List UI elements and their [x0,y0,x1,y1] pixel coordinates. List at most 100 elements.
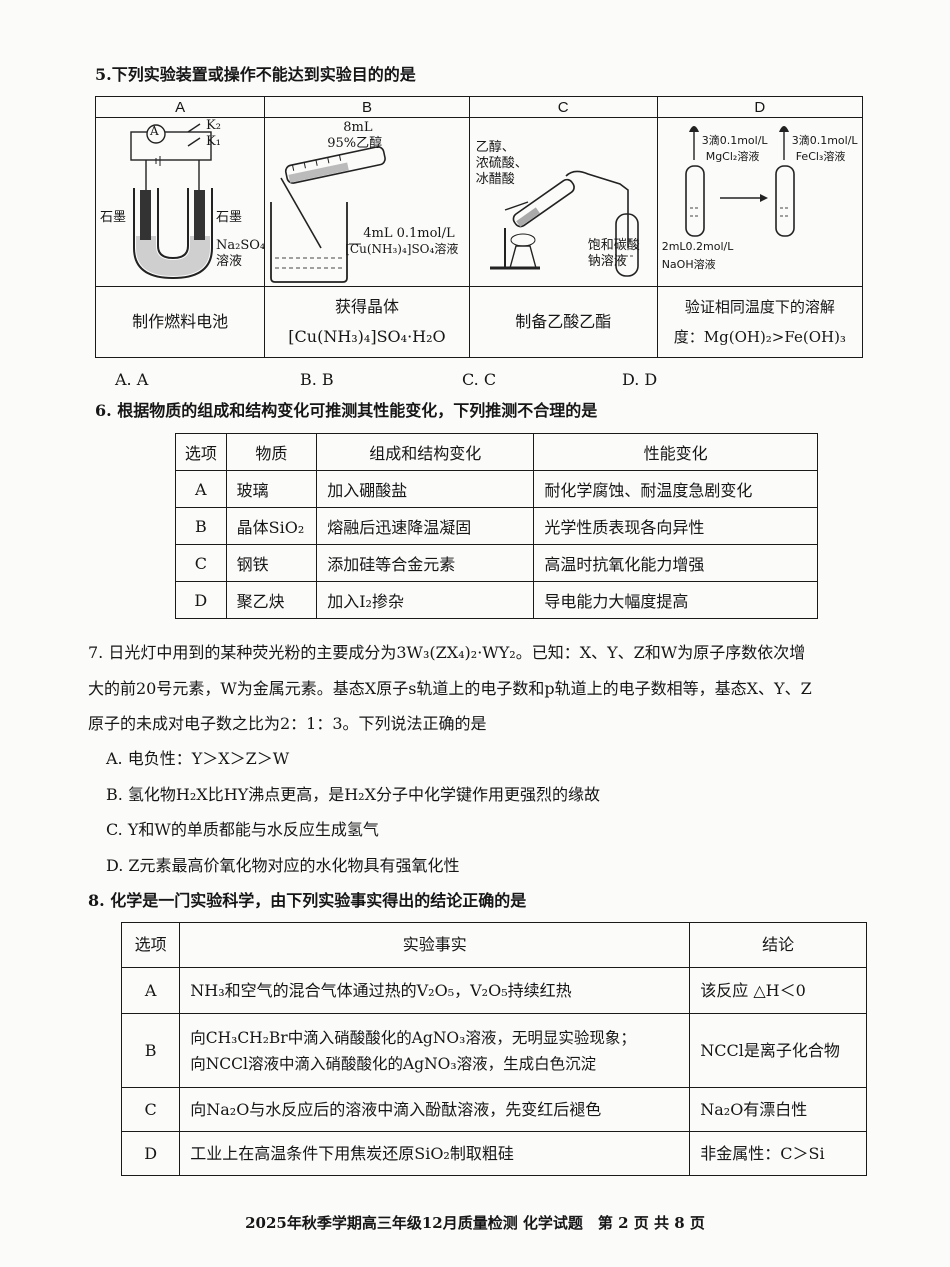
fuel-cell-diagram [130,123,213,280]
naoh-conc-label: 2mL0.2mol/L [661,240,734,253]
q6-cell: 导电能力大幅度提高 [533,581,818,619]
complex-solution-label: [Cu(NH₃)₄]SO₄溶液 [345,242,459,256]
fecl3-label: FeCl₃溶液 [795,150,846,163]
carbonate-label-2: 钠溶液 [587,254,627,269]
q6-table: 选项 物质 组成和结构变化 性能变化 A 玻璃 加入硼酸盐 耐化学腐蚀、耐温度急… [175,433,818,619]
q5-stem: 5.下列实验装置或操作不能达到实验目的的是 [95,65,416,84]
q5-option-a[interactable]: A. A [115,370,149,389]
q6-header-substance: 物质 [225,433,318,471]
q8-cell-conclusion: 该反应 △H＜0 [689,967,867,1014]
carbonate-label-1: 饱和碳酸 [587,238,640,253]
q6-cell: 晶体SiO₂ [225,507,318,545]
q6-cell: 加入硼酸盐 [316,470,535,508]
q7-line-1: 7. 日光灯中用到的某种荧光粉的主要成分为3W₃(ZX₄)₂·WY₂。已知：X、… [88,643,806,662]
left-electrode-label: 石墨 [100,210,127,225]
q8-cell-fact: NH₃和空气的混合气体通过热的V₂O₅，V₂O₅持续红热 [179,967,691,1014]
table-row: C 钢铁 添加硅等合金元素 高温时抗氧化能力增强 [175,544,818,582]
q7-option-d[interactable]: D. Z元素最高价氧化物对应的水化物具有强氧化性 [106,856,460,875]
purpose-b-line2: [Cu(NH₃)₄]SO₄·H₂O [288,327,446,346]
table-row: A NH₃和空气的混合气体通过热的V₂O₅，V₂O₅持续红热 该反应 △H＜0 [120,967,867,1014]
q5-purpose-d: 验证相同温度下的溶解 度：Mg(OH)₂>Fe(OH)₃ [656,286,864,358]
q6-cell: 加入I₂掺杂 [316,581,535,619]
q6-cell: D [175,581,227,619]
complex-volume-label: 4mL 0.1mol/L [363,226,455,241]
q6-cell: 玻璃 [225,470,318,508]
solution-label-2: 溶液 [216,254,243,269]
q6-header-option: 选项 [175,433,227,471]
q8-cell-fact: 向Na₂O与水反应后的溶液中滴入酚酞溶液，先变红后褪色 [179,1087,691,1132]
reagent-label-3: 冰醋酸 [475,172,515,187]
reagent-label-1: 乙醇、 [475,140,515,155]
crystallization-diagram [270,146,387,283]
purpose-d-line1: 验证相同温度下的溶解 [684,298,835,316]
q6-cell: A [175,470,227,508]
ester-prep-diagram [489,170,639,277]
mgcl2-label: MgCl₂溶液 [705,150,760,163]
ammeter-label: A [150,124,159,138]
q7-option-a[interactable]: A. 电负性：Y＞X＞Z＞W [106,749,290,768]
table-row: B 向CH₃CH₂Br中滴入硝酸酸化的AgNO₃溶液，无明显实验现象； 向NCC… [120,1013,867,1088]
switch-k2-label: K₂ [206,118,221,133]
q5-figure-b: 8mL 95%乙醇 4mL 0.1mol/L [Cu(NH₃)₄]SO₄溶液 [264,117,470,287]
switch-k1-label: K₁ [206,134,221,149]
q7-option-c[interactable]: C. Y和W的单质都能与水反应生成氢气 [106,820,379,839]
table-row: A 玻璃 加入硼酸盐 耐化学腐蚀、耐温度急剧变化 [175,470,818,508]
q5-purpose-c: 制备乙酸乙酯 [468,286,658,358]
right-electrode-label: 石墨 [216,210,243,225]
table-row: D 聚乙炔 加入I₂掺杂 导电能力大幅度提高 [175,581,818,619]
q8-cell-option: A [120,967,181,1014]
q5-option-d[interactable]: D. D [622,370,658,389]
q8-cell-conclusion: NCCl是离子化合物 [689,1013,867,1088]
naoh-label: NaOH溶液 [661,258,716,271]
purpose-d-line2: 度：Mg(OH)₂>Fe(OH)₃ [673,328,846,346]
precipitation-diagram [684,126,795,237]
reagent-label-2: 浓硫酸、 [475,156,528,171]
q5-apparatus-table: A B C D A K₂ K [94,96,864,358]
purpose-c-line1: 制备乙酸乙酯 [515,312,612,331]
q8-cell-option: C [120,1087,181,1132]
q7-line-2: 大的前20号元素，W为金属元素。基态X原子s轨道上的电子数和p轨道上的电子数相等… [88,679,812,698]
q8-fact-b-line1: 向CH₃CH₂Br中滴入硝酸酸化的AgNO₃溶液，无明显实验现象； [190,1028,636,1047]
q6-cell: 钢铁 [225,544,318,582]
table-row: C 向Na₂O与水反应后的溶液中滴入酚酞溶液，先变红后褪色 Na₂O有漂白性 [120,1087,867,1132]
q5-header-b: B [264,96,470,118]
q6-cell: 耐化学腐蚀、耐温度急剧变化 [533,470,818,508]
q6-cell: 聚乙炔 [225,581,318,619]
q8-header-fact: 实验事实 [179,922,691,968]
q7-option-b[interactable]: B. 氢化物H₂X比HY沸点更高，是H₂X分子中化学键作用更强烈的缘故 [106,785,600,804]
fecl3-conc-label: 3滴0.1mol/L [791,134,858,147]
page-footer: 2025年秋季学期高三年级12月质量检测 化学试题 第 2 页 共 8 页 [245,1214,705,1232]
purpose-a-line1: 制作燃料电池 [132,312,229,331]
q8-cell-option: D [120,1131,181,1176]
mgcl2-conc-label: 3滴0.1mol/L [701,134,768,147]
q6-stem: 6. 根据物质的组成和结构变化可推测其性能变化，下列推测不合理的是 [95,401,598,420]
q5-header-d: D [656,96,864,118]
q5-purpose-b: 获得晶体 [Cu(NH₃)₄]SO₄·H₂O [264,286,470,358]
q6-header-property: 性能变化 [533,433,818,471]
purpose-b-line1: 获得晶体 [334,297,399,316]
q8-fact-b-line2: 向NCCl溶液中滴入硝酸酸化的AgNO₃溶液，生成白色沉淀 [190,1054,597,1073]
q8-cell-conclusion: 非金属性：C＞Si [689,1131,867,1176]
q5-header-a: A [94,96,266,118]
q8-cell-fact: 向CH₃CH₂Br中滴入硝酸酸化的AgNO₃溶液，无明显实验现象； 向NCCl溶… [179,1013,691,1088]
ethanol-concentration-label: 95%乙醇 [327,136,383,151]
q5-figure-d: 3滴0.1mol/L MgCl₂溶液 3滴0.1mol/L FeCl₃溶液 2m… [656,117,864,287]
ethanol-volume-label: 8mL [343,120,373,135]
q5-purpose-a: 制作燃料电池 [94,286,266,358]
q5-option-c[interactable]: C. C [462,370,497,389]
table-row: D 工业上在高温条件下用焦炭还原SiO₂制取粗硅 非金属性：C＞Si [120,1131,867,1176]
q8-header-option: 选项 [120,922,181,968]
q5-header-c: C [468,96,658,118]
q6-cell: B [175,507,227,545]
q6-cell: 熔融后迅速降温凝固 [316,507,535,545]
q8-header-conclusion: 结论 [689,922,867,968]
solution-label-1: Na₂SO₄ [216,238,266,253]
q8-cell-option: B [120,1013,181,1088]
q5-figure-c: 乙醇、 浓硫酸、 冰醋酸 饱和碳酸 钠溶液 [468,117,658,287]
q5-option-b[interactable]: B. B [300,370,334,389]
q5-figure-a: A K₂ K₁ 石墨 石墨 Na₂SO₄ 溶液 [94,117,266,287]
q6-cell: 光学性质表现各向异性 [533,507,818,545]
q8-cell-fact: 工业上在高温条件下用焦炭还原SiO₂制取粗硅 [179,1131,691,1176]
q7-line-3: 原子的未成对电子数之比为2：1：3。下列说法正确的是 [88,714,487,733]
q6-header-change: 组成和结构变化 [316,433,535,471]
